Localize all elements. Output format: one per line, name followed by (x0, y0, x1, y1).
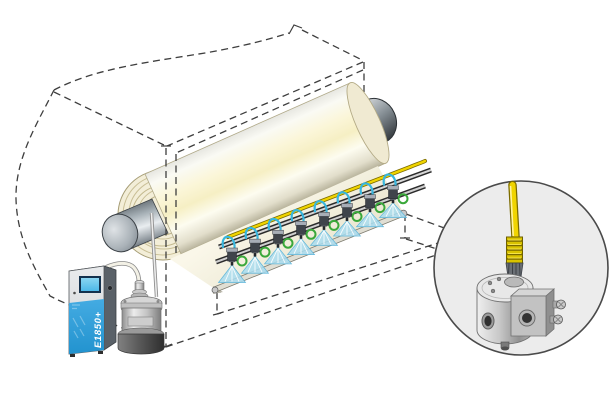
atomizing-tube (244, 227, 259, 244)
spray-fan (309, 228, 339, 246)
pump-base (117, 333, 165, 355)
cabinet-decor (72, 304, 86, 339)
spray-valve (336, 191, 363, 222)
valve-nozzle (368, 207, 372, 213)
spray-valve (221, 235, 248, 267)
controller-pump-hose (104, 261, 142, 286)
atomizing-tube (221, 235, 236, 253)
atomizing-tube (290, 209, 305, 226)
spray-fan (332, 219, 362, 237)
detail-screws (549, 299, 566, 325)
controller-screen (79, 276, 101, 293)
cabinet-side (103, 265, 117, 351)
atomizing-tube (336, 191, 351, 208)
spray-boom (211, 159, 432, 294)
recirc-loop (351, 211, 363, 222)
valve-nozzle (230, 261, 234, 266)
machine-phantom-front-edges (161, 145, 177, 346)
recirc-loop (259, 246, 271, 258)
detail-block-port (518, 309, 536, 327)
spray-valve (382, 173, 409, 205)
recirc-loop (282, 237, 294, 249)
spray-valve (290, 209, 317, 240)
spray-valve (267, 218, 294, 249)
spray-fan (263, 246, 293, 265)
detail-circle (433, 180, 609, 356)
cabinet-foot-right (98, 351, 103, 354)
recirc-loop (305, 228, 317, 240)
roll-end-right (346, 82, 390, 164)
spray-fan (286, 237, 316, 256)
atomizing-tube (267, 218, 282, 235)
recirc-loop (397, 193, 409, 205)
spray-fan (240, 255, 270, 274)
controller-side-connector (107, 285, 113, 291)
detail-mount-block (509, 288, 566, 337)
atomizing-tube (382, 173, 397, 190)
spray-valve (359, 182, 386, 214)
spray-fan (355, 211, 385, 228)
spray-fan (378, 202, 408, 218)
atomizing-tube (359, 182, 374, 199)
atomizing-tube (313, 200, 328, 217)
spray-fan (217, 264, 247, 283)
controller-cabinet: E1850+ (68, 261, 142, 357)
recirc-loop (236, 255, 248, 267)
valve-nozzle (322, 225, 326, 230)
controller-model-label: E1850+ (93, 311, 104, 348)
valve-nozzle (345, 216, 349, 221)
valve-nozzle (299, 234, 303, 239)
detail-spring (506, 236, 523, 264)
valve-nozzle (391, 198, 395, 204)
recirc-loop (374, 202, 386, 214)
pump-label (127, 316, 154, 327)
pail-pump (117, 280, 165, 355)
detail-front-port (481, 312, 495, 330)
spray-valve (313, 200, 340, 231)
detail-tube-boss (504, 276, 524, 288)
cabinet-foot-left (70, 354, 75, 357)
spray-valve-layer (221, 173, 409, 267)
detail-valve (476, 180, 566, 351)
recirc-loop (328, 219, 340, 231)
pump-riser-tube (149, 212, 159, 298)
detail-supply-tube (508, 180, 520, 242)
spray-fan-layer (217, 202, 408, 283)
valve-nozzle (253, 252, 257, 257)
valve-nozzle (276, 243, 280, 248)
cabinet-front-blue (69, 299, 104, 354)
spray-valve (244, 227, 271, 258)
controller-button (73, 291, 76, 295)
